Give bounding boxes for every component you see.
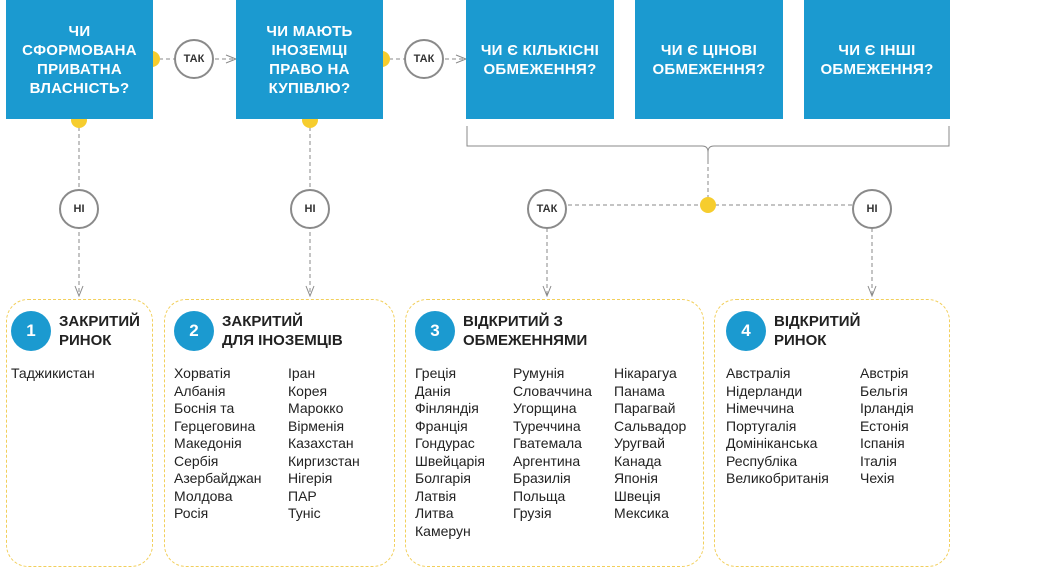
country-item: Герцеговина: [174, 417, 256, 434]
country-item: Македонія: [174, 435, 242, 451]
country-item: Латвія: [415, 487, 457, 504]
country-item: Уругвай: [614, 435, 665, 451]
country-item: Таджикистан: [11, 365, 95, 381]
question-other-limits: ЧИ Є ІНШІ ОБМЕЖЕННЯ?: [804, 0, 950, 119]
country-item: Грузія: [513, 505, 552, 521]
country-item: Австрія: [860, 365, 909, 381]
country-item: Франція: [415, 417, 468, 434]
country-item: Киргизстан: [288, 452, 360, 469]
country-item: Вірменія: [288, 417, 345, 434]
country-item: Італія: [860, 452, 897, 469]
country-item: Швеція: [614, 487, 661, 504]
question-foreigners-right: ЧИ МАЮТЬ ІНОЗЕМЦІ ПРАВО НА КУПІВЛЮ?: [236, 0, 383, 119]
country-item: Гондурас: [415, 435, 475, 451]
question-text: ЧИ СФОРМОВАНА ПРИВАТНА ВЛАСНІСТЬ?: [22, 22, 137, 97]
panel-number: 4: [726, 311, 766, 351]
panel-closed-market: [6, 299, 153, 567]
country-item: Республіка: [726, 452, 798, 469]
country-item: ПАР: [288, 487, 317, 504]
country-item: Ірландія: [860, 400, 914, 416]
country-item: Естонія: [860, 417, 909, 434]
country-item: Болгарія: [415, 470, 471, 486]
country-item: Бразилія: [513, 470, 571, 486]
country-item: Туреччина: [513, 417, 581, 434]
country-item: Німеччина: [726, 400, 795, 416]
country-item: Австралія: [726, 365, 791, 381]
country-item: Греція: [415, 365, 457, 381]
country-item: Великобританія: [726, 470, 829, 486]
country-item: Іран: [288, 365, 316, 381]
panel-open-with-restrictions: [405, 299, 704, 567]
no-label: НІ: [290, 189, 330, 229]
country-item: Мексика: [614, 505, 669, 521]
country-item: Іспанія: [860, 435, 905, 451]
country-item: Нігерія: [288, 470, 333, 486]
junction-dot: [700, 197, 716, 213]
question-text: ЧИ Є ЦІНОВІ ОБМЕЖЕННЯ?: [652, 41, 766, 78]
question-quantity-limits: ЧИ Є КІЛЬКІСНІ ОБМЕЖЕННЯ?: [466, 0, 614, 119]
country-item: Аргентина: [513, 452, 581, 469]
question-private-ownership: ЧИ СФОРМОВАНА ПРИВАТНА ВЛАСНІСТЬ?: [6, 0, 153, 119]
country-item: Панама: [614, 382, 665, 399]
country-item: Канада: [614, 452, 662, 469]
country-item: Сербія: [174, 452, 219, 469]
country-item: Сальвадор: [614, 417, 687, 434]
no-label: НІ: [59, 189, 99, 229]
country-item: Фінляндія: [415, 400, 479, 416]
question-text: ЧИ Є ІНШІ ОБМЕЖЕННЯ?: [820, 41, 934, 78]
no-label: НІ: [852, 189, 892, 229]
country-item: Марокко: [288, 400, 344, 416]
question-text: ЧИ МАЮТЬ ІНОЗЕМЦІ ПРАВО НА КУПІВЛЮ?: [266, 22, 353, 97]
country-item: Бельгія: [860, 382, 908, 399]
restrictions-bracket: [466, 126, 950, 160]
country-item: Хорватія: [174, 365, 231, 381]
panel-number: 2: [174, 311, 214, 351]
question-price-limits: ЧИ Є ЦІНОВІ ОБМЕЖЕННЯ?: [635, 0, 783, 119]
panel-number: 3: [415, 311, 455, 351]
country-item: Польща: [513, 487, 566, 504]
yes-label: ТАК: [404, 39, 444, 79]
country-item: Швейцарія: [415, 452, 485, 469]
country-item: Нікарагуа: [614, 365, 677, 381]
country-item: Португалія: [726, 417, 797, 434]
country-item: Чехія: [860, 470, 895, 486]
panel-number: 1: [11, 311, 51, 351]
country-list: Таджикистан: [11, 365, 95, 383]
country-item: Туніс: [288, 505, 321, 521]
country-item: Словаччина: [513, 382, 592, 399]
country-item: Камерун: [415, 522, 471, 539]
country-item: Азербайджан: [174, 470, 262, 486]
panel-open-market: [714, 299, 950, 567]
country-item: Росія: [174, 505, 209, 521]
country-item: Румунія: [513, 365, 565, 381]
question-text: ЧИ Є КІЛЬКІСНІ ОБМЕЖЕННЯ?: [480, 41, 600, 78]
country-item: Боснія та: [174, 400, 235, 416]
country-item: Нідерланди: [726, 382, 803, 399]
country-item: Казахстан: [288, 435, 354, 451]
country-item: Гватемала: [513, 435, 582, 451]
country-item: Албанія: [174, 382, 226, 399]
country-item: Парагвай: [614, 400, 676, 416]
country-item: Молдова: [174, 487, 233, 504]
country-item: Корея: [288, 382, 328, 399]
country-item: Данія: [415, 382, 451, 399]
yes-label: ТАК: [527, 189, 567, 229]
yes-label: ТАК: [174, 39, 214, 79]
country-item: Угорщина: [513, 400, 577, 416]
panel-closed-for-foreigners: [164, 299, 395, 567]
country-item: Домініканська: [726, 435, 818, 451]
country-item: Литва: [415, 505, 454, 521]
country-item: Японія: [614, 470, 658, 486]
